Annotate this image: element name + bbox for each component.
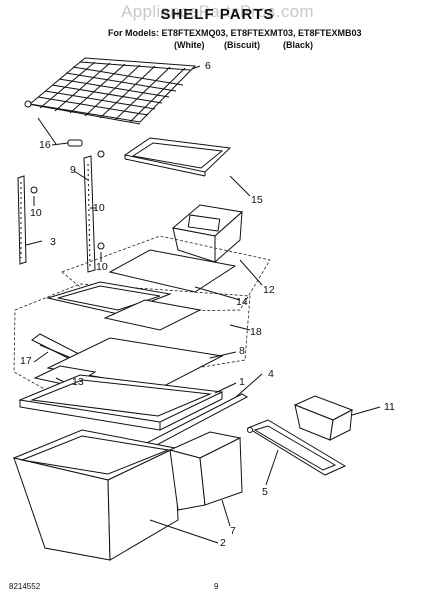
shelf-frame <box>46 281 202 331</box>
callout-9: 9 <box>70 164 76 176</box>
callout-13: 13 <box>72 376 84 388</box>
callout-14: 14 <box>236 296 248 308</box>
callout-6: 6 <box>205 60 211 72</box>
glass-panel <box>108 249 237 293</box>
callout-10c: 10 <box>96 261 108 273</box>
callout-1: 1 <box>239 376 245 388</box>
callout-8: 8 <box>239 345 245 357</box>
callout-7: 7 <box>230 525 236 537</box>
doc-number: 8214552 <box>9 582 41 591</box>
callout-17: 17 <box>20 355 32 367</box>
callout-3: 3 <box>50 236 56 248</box>
page-title: SHELF PARTS <box>160 6 275 23</box>
callout-11: 11 <box>384 401 395 413</box>
models-line: For Models: ET8FTEXMQ03, ET8FTEXMT03, ET… <box>108 28 362 38</box>
variant-biscuit: (Biscuit) <box>224 40 260 50</box>
variant-black: (Black) <box>283 40 314 50</box>
callout-4: 4 <box>268 368 274 380</box>
callout-5: 5 <box>262 486 268 498</box>
meat-drawer <box>171 204 244 264</box>
crisper-cover-frame <box>18 374 224 431</box>
crisper-drawer-left <box>12 429 179 561</box>
door-bin <box>293 395 354 441</box>
variant-white: (White) <box>174 40 205 50</box>
crisper-tray <box>123 137 232 177</box>
callout-10b: 10 <box>93 202 105 214</box>
callout-12: 12 <box>263 284 275 296</box>
watermark: AppliancePartsPros.com <box>121 2 314 21</box>
callout-15: 15 <box>251 194 263 206</box>
callout-10a: 10 <box>30 207 42 219</box>
callout-2: 2 <box>220 537 226 549</box>
drawer-slide <box>246 419 347 476</box>
leader-lines <box>25 65 381 544</box>
wire-shelf <box>24 57 197 125</box>
page-number: 9 <box>214 582 219 591</box>
shelf-frame-outline <box>13 283 251 393</box>
shelf-ladders <box>17 150 105 273</box>
shelf-clip <box>51 139 83 147</box>
callout-16: 16 <box>39 139 51 151</box>
callout-18: 18 <box>250 326 262 338</box>
crisper-drawer-right <box>168 431 243 511</box>
